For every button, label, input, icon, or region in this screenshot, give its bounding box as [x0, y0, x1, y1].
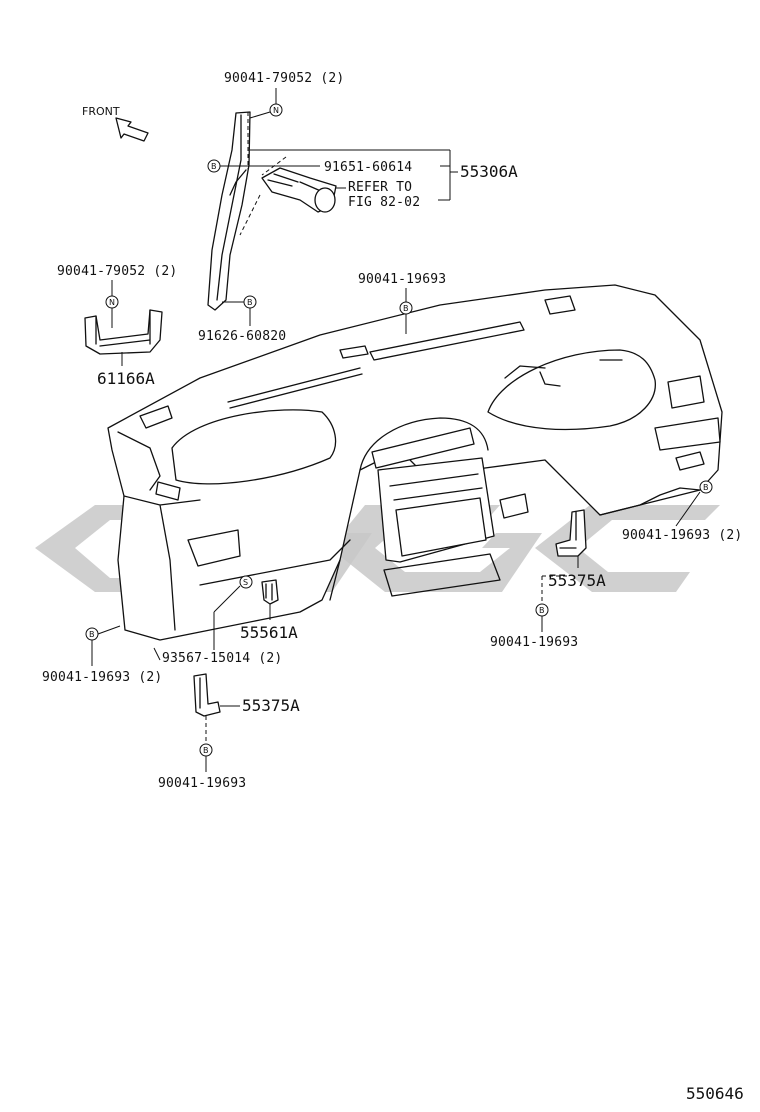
figure-number: 550646 [686, 1084, 744, 1103]
instrument-panel [107, 284, 723, 641]
callout-nut-bracket-text: 90041-79052 (2) [57, 264, 177, 279]
callout-bolt-right-lower-text: 90041-19693 [490, 635, 578, 650]
a-pillar-trim [207, 111, 287, 311]
callout-bolt-top-center-text: 90041-19693 [358, 272, 446, 287]
right-bolt-bubble-letter: B [703, 483, 709, 492]
top-bolt-bubble-letter: B [403, 304, 409, 313]
front-indicator: FRONT [82, 105, 149, 142]
callout-screw-a-pillar: B 91626-60820 [198, 295, 286, 344]
refer-line-1: REFER TO [348, 180, 412, 195]
callout-bolt-top-center: 90041-19693 B [358, 272, 446, 334]
center-screw-bubble-letter: S [243, 578, 248, 587]
screw-bubble-letter: B [247, 298, 253, 307]
callout-nut-a-pillar: 90041-79052 (2) N [224, 71, 344, 119]
callout-bolt-right: B 90041-19693 (2) [622, 480, 742, 543]
bracket-61166a: 90041-79052 (2) N 61166A [57, 264, 177, 388]
bracket-nut-bubble-letter: N [109, 298, 115, 307]
callout-bolt-left-text: 90041-19693 (2) [42, 670, 162, 685]
refer-line-2: FIG 82-02 [348, 195, 420, 210]
nut-bubble-letter: N [273, 106, 279, 115]
front-label: FRONT [82, 105, 120, 118]
clip-55561a: S 55561A 93567-15014 (2) [153, 575, 298, 666]
callout-screw-center-text: 93567-15014 (2) [162, 651, 282, 666]
bracket-right-55375a: 55375A B 90041-19693 [490, 509, 606, 650]
callout-bracket-part-text: 61166A [97, 369, 155, 388]
callout-bracket-left-lower-text: 55375A [242, 696, 300, 715]
callout-bolt-left-lower-text: 90041-19693 [158, 776, 246, 791]
callout-clip-center-text: 55561A [240, 623, 298, 642]
right-lower-bubble-letter: B [539, 606, 545, 615]
left-bolt-bubble-letter: B [89, 630, 95, 639]
callout-bracket-right-text: 55375A [548, 571, 606, 590]
callout-assembly-a-pillar-text: 55306A [460, 162, 518, 181]
a-pillar-grille [261, 167, 337, 213]
clip-bubble-letter: B [211, 162, 217, 171]
callout-clip-a-pillar-text: 91651-60614 [324, 160, 412, 175]
bracket-left-lower-55375a: 55375A B 90041-19693 [158, 673, 300, 791]
callout-nut-a-pillar-text: 90041-79052 (2) [224, 71, 344, 86]
callout-bolt-left: B 90041-19693 (2) [42, 625, 162, 685]
callout-screw-a-pillar-text: 91626-60820 [198, 329, 286, 344]
left-lower-bubble-letter: B [203, 746, 209, 755]
callout-bolt-right-text: 90041-19693 (2) [622, 528, 742, 543]
front-arrow-icon [115, 117, 149, 142]
callout-clip-a-pillar: B 91651-60614 55306A REFER TO FIG 82-02 [207, 149, 518, 210]
